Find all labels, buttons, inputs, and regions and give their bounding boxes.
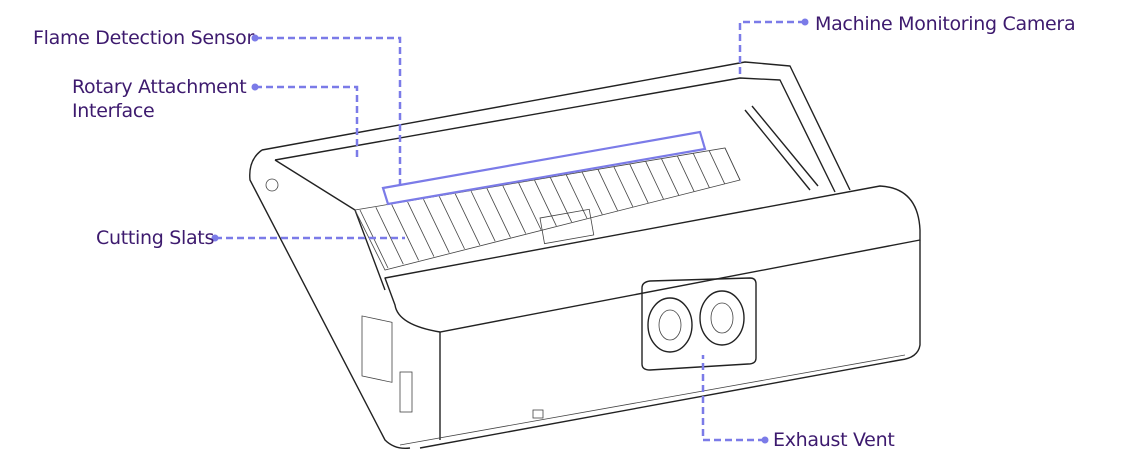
slat bbox=[470, 190, 496, 242]
machine-drawing bbox=[249, 61, 921, 450]
slat bbox=[581, 172, 603, 215]
slat bbox=[613, 166, 634, 207]
slat bbox=[454, 193, 481, 246]
slat bbox=[407, 201, 435, 257]
slat bbox=[724, 147, 741, 181]
camera-label: Machine Monitoring Camera bbox=[815, 13, 1076, 35]
slat bbox=[423, 199, 450, 253]
slat bbox=[645, 161, 664, 200]
slat bbox=[550, 177, 573, 223]
slat bbox=[677, 155, 695, 192]
cutting-slats bbox=[359, 147, 741, 269]
slat bbox=[486, 188, 511, 238]
slat bbox=[391, 204, 419, 261]
callout-lines bbox=[211, 18, 809, 444]
slat bbox=[502, 185, 527, 234]
rotary-label-line2: Interface bbox=[72, 100, 155, 122]
slat bbox=[692, 153, 710, 188]
slat bbox=[597, 169, 618, 211]
slat bbox=[661, 158, 680, 196]
slat bbox=[708, 150, 726, 184]
flame-sensor-label: Flame Detection Sensor bbox=[33, 27, 254, 49]
slat bbox=[629, 164, 649, 204]
slat bbox=[375, 207, 404, 265]
slat bbox=[518, 182, 542, 230]
exhaust-vent-label: Exhaust Vent bbox=[773, 429, 895, 451]
slat bbox=[438, 196, 465, 250]
slat bbox=[565, 174, 588, 219]
rotary-label-line1: Rotary Attachment bbox=[72, 76, 247, 98]
cutting-slats-label: Cutting Slats bbox=[96, 227, 215, 249]
slat bbox=[534, 180, 557, 227]
exhaust-vent bbox=[641, 277, 757, 371]
